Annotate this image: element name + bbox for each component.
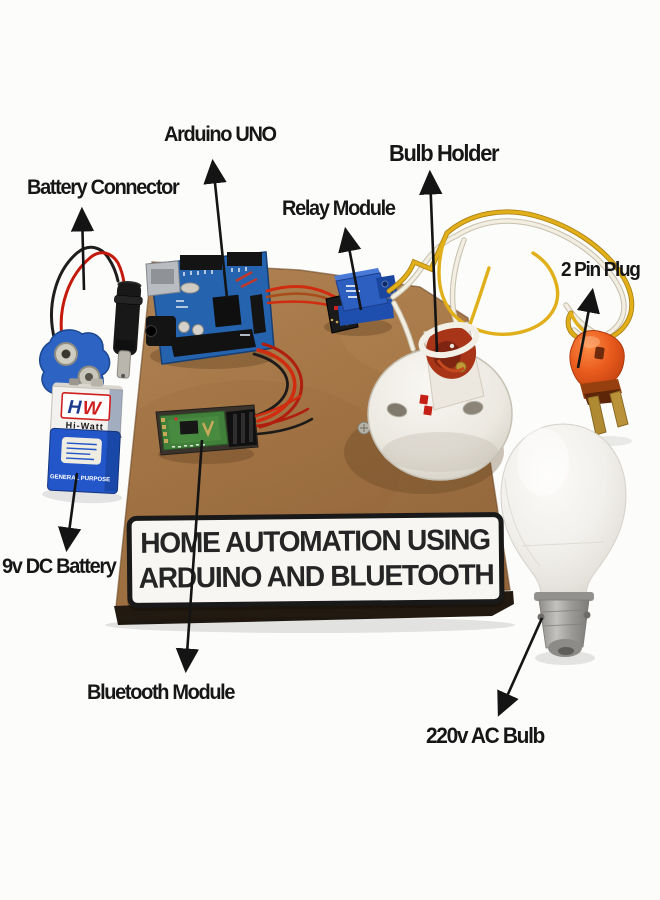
battery-brand-h: H — [67, 397, 83, 419]
cap-contact — [558, 647, 574, 655]
relay-module-board — [325, 268, 398, 334]
mounting-hole — [462, 400, 484, 416]
arrow-nine-v-battery — [58, 472, 82, 553]
dc-barrel-plug — [113, 281, 143, 379]
bulb-holder-photo — [367, 321, 513, 481]
arrow-relay-module — [338, 226, 363, 311]
label-battery-connector: Battery Connector — [27, 176, 180, 199]
arrow-bluetooth-module — [175, 439, 204, 674]
arrow-bulb-holder — [419, 169, 443, 353]
arrow-two-pin-plug — [576, 287, 600, 369]
socket-markings — [419, 394, 433, 416]
ac-bulb-photo — [500, 423, 627, 665]
two-pin-plug-photo — [569, 330, 632, 446]
dc-power-jack — [146, 316, 176, 346]
cap-flange — [534, 592, 594, 601]
bulb-glass — [500, 423, 627, 597]
antenna-pads — [161, 418, 168, 443]
plug-screw-hole — [594, 346, 605, 360]
label-arduino-uno: Arduino UNO — [164, 123, 277, 146]
nine-v-battery-photo: H W Hi-Watt GENERAL PURPOSE — [42, 378, 124, 504]
arrow-ac-bulb — [497, 617, 544, 717]
arrow-arduino-uno — [203, 158, 229, 299]
capacitor — [178, 321, 190, 333]
label-nine-v-dc-battery: 9v DC Battery — [2, 555, 117, 578]
crystal-oscillator — [180, 282, 200, 294]
bt-chip — [179, 420, 199, 435]
arrow-battery-connector — [70, 206, 95, 291]
plug-pin — [587, 395, 607, 436]
mains-wires — [386, 209, 635, 352]
jumper-wires-arduino-bluetooth — [250, 342, 303, 429]
header-strip — [170, 329, 256, 357]
battery-brand-w: W — [82, 398, 103, 420]
mounting-hole — [386, 402, 408, 418]
mcu-chip — [212, 294, 242, 328]
bluetooth-module-board — [155, 394, 314, 456]
label-bluetooth-module: Bluetooth Module — [87, 681, 235, 704]
battery-terminal — [90, 378, 104, 387]
label-relay-module: Relay Module — [282, 197, 396, 220]
battery-logo-box — [60, 392, 112, 421]
header-strip — [227, 252, 262, 266]
battery-footer-text: GENERAL PURPOSE — [50, 474, 110, 483]
plug-pin — [609, 390, 629, 428]
battery-brand-sub: Hi-Watt — [65, 420, 104, 432]
arduino-uno-board — [145, 251, 275, 365]
label-bulb-holder: Bulb Holder — [389, 140, 500, 166]
battery-terminal — [68, 378, 80, 386]
relay-cube — [335, 272, 389, 312]
label-ac-bulb: 220v AC Bulb — [426, 723, 545, 748]
label-two-pin-plug: 2 Pin Plug — [561, 259, 641, 281]
header-strip — [180, 255, 222, 270]
